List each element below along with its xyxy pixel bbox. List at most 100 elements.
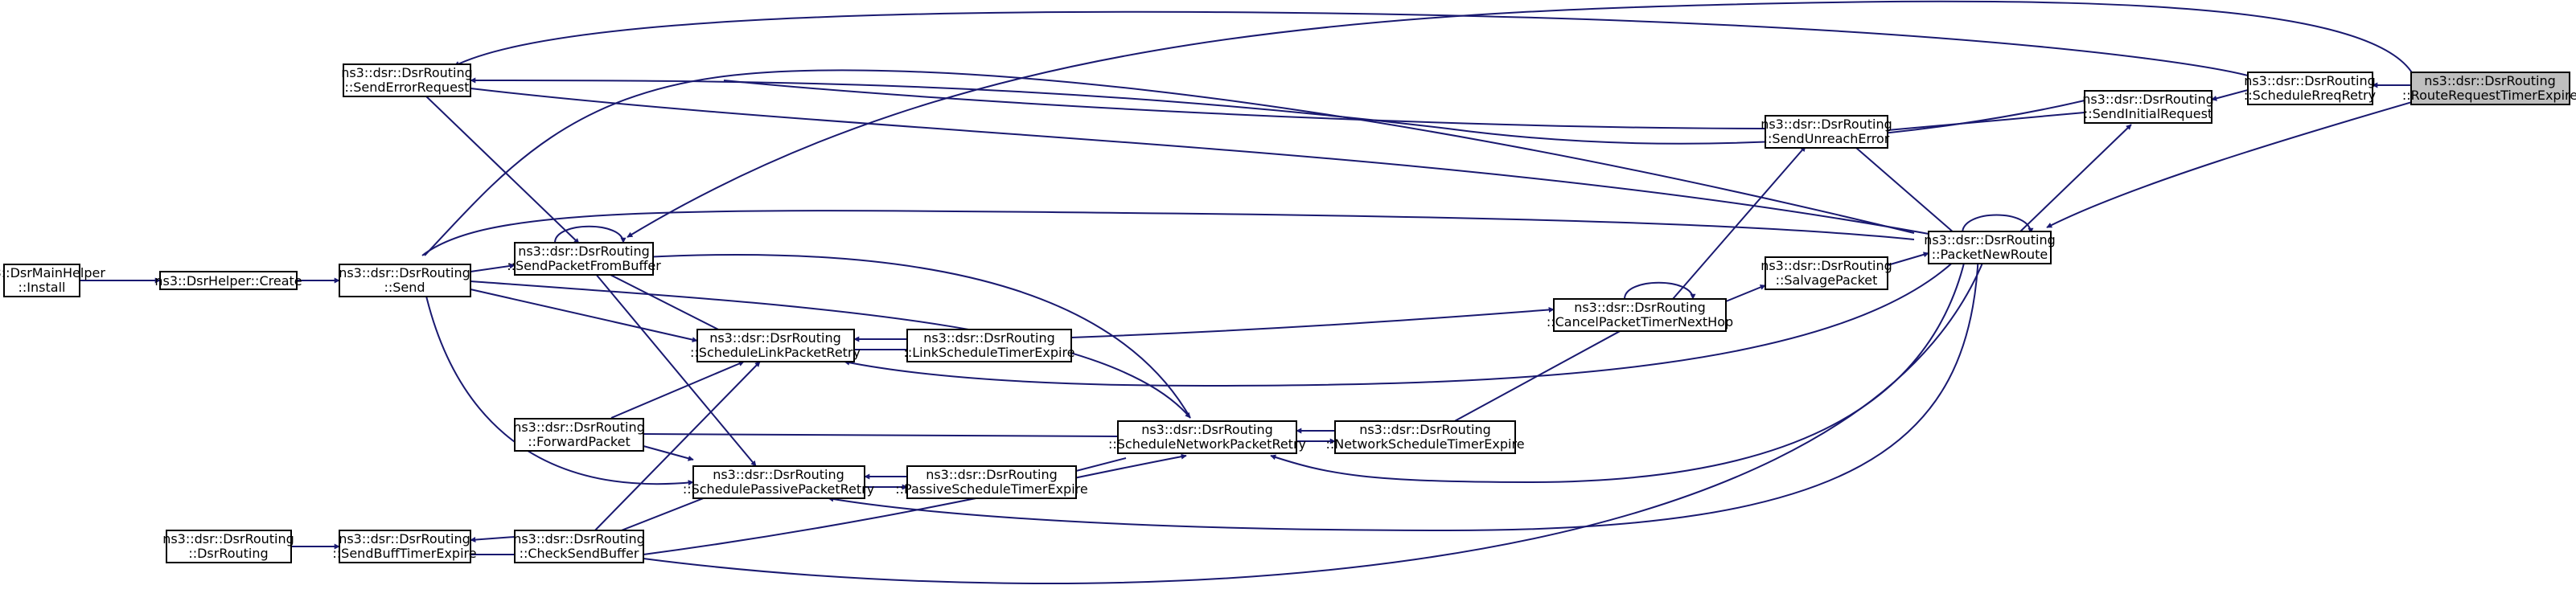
nodes: ns3::dsr::DsrRouting ::RouteRequestTimer… [0,63,2576,563]
node-label-line: ::CancelPacketTimerNextHop [1547,314,1733,330]
node-schedule-rreq-retry[interactable]: ns3::dsr::DsrRouting ::ScheduleRreqRetry [2244,72,2376,105]
edge [643,253,1191,419]
node-check-send-buffer[interactable]: ns3::dsr::DsrRouting ::CheckSendBuffer [513,530,645,563]
node-label-line: ::PacketNewRoute [1932,247,2048,262]
edge [643,433,1119,437]
edge [421,210,1915,256]
node-passive-schedule-timer-expire[interactable]: ns3::dsr::DsrRouting ::PassiveScheduleTi… [895,465,1088,499]
node-schedule-link-packet-retry[interactable]: ns3::dsr::DsrRouting ::ScheduleLinkPacke… [690,329,861,362]
node-label-line: ns3::dsr::DsrRouting [341,65,473,80]
edge [1849,141,1955,234]
edge [470,88,1947,238]
node-label-line: ::RouteRequestTimerExpire [2402,88,2576,103]
node-label-line: ::Send [384,280,425,295]
node-forward-packet[interactable]: ns3::dsr::DsrRouting ::ForwardPacket [513,418,645,452]
node-label-line: ::SchedulePassivePacketRetry [683,481,874,497]
node-label-line: ::Install [18,280,66,295]
node-label-line: ns3::dsr::DsrRouting [1760,258,1892,273]
edge [1270,252,1967,484]
edge [1451,319,1641,424]
node-label-line: ns3::dsr::DsrRouting [923,330,1055,346]
edge [2018,124,2132,234]
node-label-line: ns3::dsr::DsrRouting [518,244,650,259]
edge [1887,252,1929,266]
edge [470,536,516,543]
node-label-line: ns3::dsr::DsrRouting [1141,422,1273,437]
edge [1962,214,2034,234]
edge [424,69,1915,256]
node-label-line: ns3::dsr::DsrRouting [2424,73,2556,88]
node-schedule-passive-packet-retry[interactable]: ns3::dsr::DsrRouting ::SchedulePassivePa… [683,465,874,499]
node-label-line: ns3::dsr::DsrRouting [1359,422,1491,437]
edge [424,94,580,244]
edge [1070,306,1555,338]
node-link-schedule-timer-expire[interactable]: ns3::dsr::DsrRouting ::LinkScheduleTimer… [903,329,1075,362]
node-cancel-packet-timer-next-hop[interactable]: ns3::dsr::DsrRouting ::CancelPacketTimer… [1547,298,1733,332]
edge [1075,457,1127,472]
node-label-line: ::SendPacketFromBuffer [507,258,661,273]
edge [828,252,1979,532]
node-dsr-routing-constructor[interactable]: ns3::dsr::DsrRouting ::DsrRouting [162,530,294,563]
edge [594,272,757,467]
edge [627,0,2414,238]
node-send-buff-timer-expire[interactable]: ns3::dsr::DsrRouting ::SendBuffTimerExpi… [332,530,477,563]
edge [590,361,761,535]
node-label-line: ::PassiveScheduleTimerExpire [895,481,1087,497]
node-packet-new-route[interactable]: ns3::dsr::DsrRouting ::PacketNewRoute [1924,231,2056,264]
node-main-helper-install[interactable]: ns3::DsrMainHelper ::Install [0,264,105,297]
edge [643,445,694,461]
node-label-line: ::ForwardPacket [528,434,630,449]
node-label-line: ::ScheduleNetworkPacketRetry [1108,436,1306,452]
node-label-line: ns3::dsr::DsrRouting [709,330,841,346]
edge [470,289,698,343]
edge [1624,281,1696,300]
node-label-line: ::NetworkScheduleTimerExpire [1325,436,1524,452]
node-label-line: ::SendBuffTimerExpire [332,546,476,561]
node-label-line: ::LinkScheduleTimerExpire [903,345,1074,360]
node-label-line: ::SalvagePacket [1776,272,1878,288]
edge [424,289,694,486]
edge [470,280,1191,419]
node-label-line: ::SendUnreachError [1764,131,1890,146]
node-send-error-request[interactable]: ns3::dsr::DsrRouting ::SendErrorRequest [341,63,473,97]
node-label-line: ::DsrRouting [188,546,268,561]
edge [643,252,1988,584]
node-label-line: ::CheckSendBuffer [520,546,639,561]
node-network-schedule-timer-expire[interactable]: ns3::dsr::DsrRouting ::NetworkScheduleTi… [1325,420,1525,454]
node-send-initial-request[interactable]: ns3::dsr::DsrRouting ::SendInitialReques… [2082,90,2214,124]
node-salvage-packet[interactable]: ns3::dsr::DsrRouting ::SalvagePacket [1760,256,1892,290]
edge [554,225,627,244]
node-label-line: ns3::dsr::DsrRouting [339,531,470,546]
node-send-unreach-error[interactable]: ns3::dsr::DsrRouting ::SendUnreachError [1760,115,1892,149]
node-label-line: ::SendErrorRequest [344,80,469,95]
node-label-line: ns3::dsr::DsrRouting [2082,92,2214,107]
edge [2046,94,2438,228]
node-label-line: ns3::DsrMainHelper [0,265,105,280]
edge [470,263,516,272]
node-route-request-timer-expire[interactable]: ns3::dsr::DsrRouting ::RouteRequestTimer… [2402,72,2576,105]
edge [723,80,1766,129]
node-label-line: ::ScheduleLinkPacketRetry [690,345,861,360]
node-label-line: ns3::dsr::DsrRouting [926,467,1058,482]
node-label-line: ns3::dsr::DsrRouting [1574,300,1706,315]
node-send-packet-from-buffer[interactable]: ns3::dsr::DsrRouting ::SendPacketFromBuf… [507,242,661,276]
node-label-line: ns3::dsr::DsrRouting [339,265,470,280]
node-label-line: ns3::dsr::DsrRouting [1760,117,1892,132]
node-label-line: ::ScheduleRreqRetry [2244,88,2376,103]
edge [643,453,1187,555]
edges [80,0,2438,584]
edge [844,252,1963,387]
edge [1887,112,2085,131]
edge [2211,89,2249,101]
node-label-line: ns3::dsr::DsrRouting [162,531,294,546]
node-helper-create[interactable]: ns3::DsrHelper::Create [154,271,302,290]
node-schedule-network-packet-retry[interactable]: ns3::dsr::DsrRouting ::ScheduleNetworkPa… [1108,420,1306,454]
node-label-line: ns3::dsr::DsrRouting [513,420,645,435]
node-label-line: ns3::dsr::DsrRouting [2244,73,2376,88]
edge [610,361,745,419]
node-label-line: ns3::dsr::DsrRouting [713,467,844,482]
node-label-line: ns3::dsr::DsrRouting [513,531,645,546]
node-label-line: ns3::dsr::DsrRouting [1924,232,2056,248]
node-send[interactable]: ns3::dsr::DsrRouting ::Send [339,264,471,297]
